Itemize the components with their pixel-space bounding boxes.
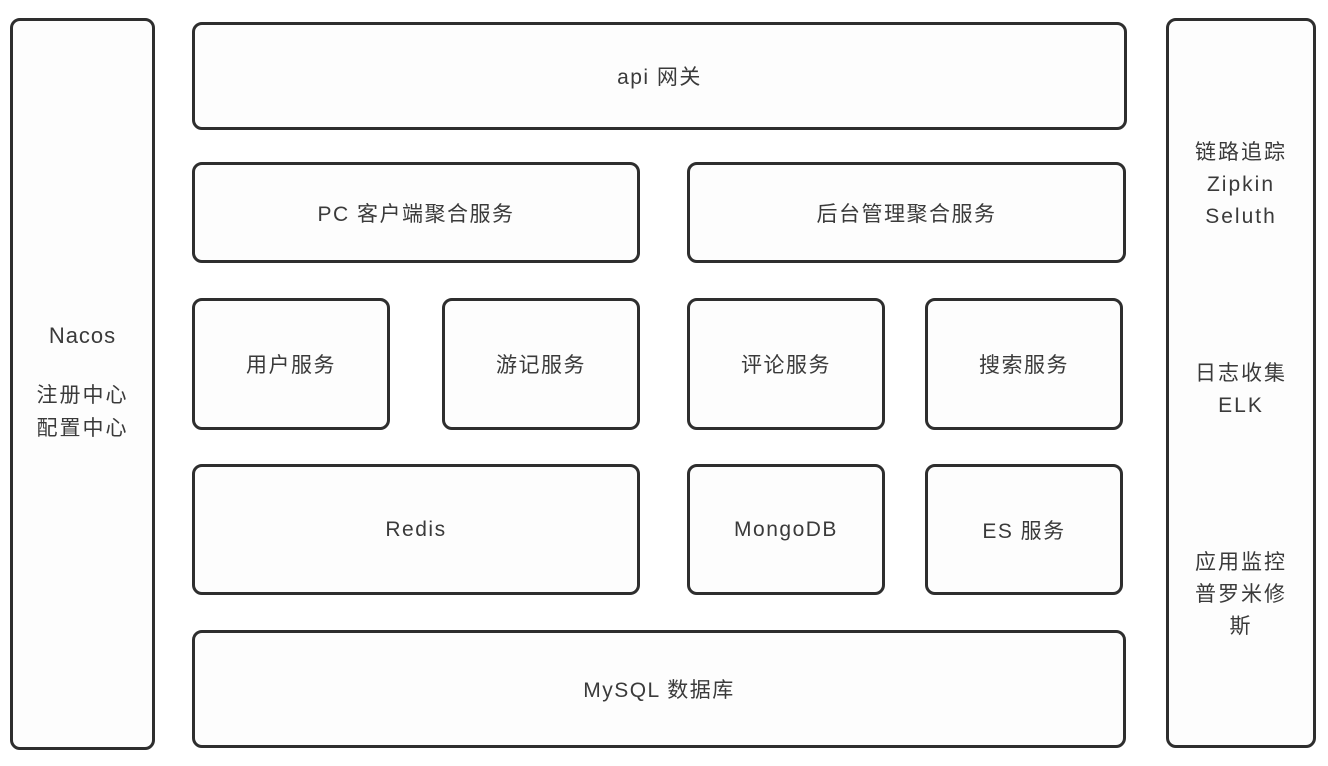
mysql-database-label: MySQL 数据库	[583, 679, 735, 702]
nacos-config-label: 配置中心	[36, 417, 129, 440]
log-collection-group: 日志收集 ELK	[1195, 358, 1287, 422]
prometheus-label: 普罗米修斯	[1195, 583, 1287, 638]
link-tracing-label: 链路追踪	[1195, 141, 1287, 164]
api-gateway-label: api 网关	[617, 66, 702, 89]
admin-aggregation-service-box: 后台管理聚合服务	[687, 162, 1126, 263]
nacos-panel: Nacos 注册中心 配置中心	[10, 18, 155, 750]
mongodb-box: MongoDB	[687, 464, 885, 595]
mysql-database-box: MySQL 数据库	[192, 630, 1126, 748]
es-service-label: ES 服务	[982, 519, 1066, 543]
elk-label: ELK	[1218, 394, 1264, 417]
link-tracing-group: 链路追踪 Zipkin Seluth	[1195, 137, 1287, 233]
travel-notes-service-box: 游记服务	[442, 298, 640, 430]
observability-panel: 链路追踪 Zipkin Seluth 日志收集 ELK 应用监控 普罗米修斯	[1166, 18, 1316, 748]
app-monitoring-group: 应用监控 普罗米修斯	[1190, 547, 1292, 643]
nacos-title: Nacos	[48, 323, 117, 348]
comment-service-box: 评论服务	[687, 298, 885, 430]
pc-aggregation-service-box: PC 客户端聚合服务	[192, 162, 640, 263]
search-service-label: 搜索服务	[979, 354, 1069, 377]
redis-box: Redis	[192, 464, 640, 595]
es-service-box: ES 服务	[925, 464, 1123, 595]
nacos-registry-label: 注册中心	[36, 384, 129, 407]
app-monitoring-label: 应用监控	[1195, 551, 1287, 574]
pc-aggregation-service-label: PC 客户端聚合服务	[317, 202, 515, 226]
seluth-label: Seluth	[1205, 205, 1277, 228]
admin-aggregation-service-label: 后台管理聚合服务	[816, 202, 997, 226]
zipkin-label: Zipkin	[1206, 173, 1276, 196]
redis-label: Redis	[385, 517, 447, 541]
comment-service-label: 评论服务	[741, 354, 831, 377]
user-service-box: 用户服务	[192, 298, 390, 430]
search-service-box: 搜索服务	[925, 298, 1123, 430]
user-service-label: 用户服务	[246, 354, 336, 377]
travel-notes-service-label: 游记服务	[496, 354, 586, 377]
mongodb-label: MongoDB	[734, 517, 838, 541]
log-collection-label: 日志收集	[1195, 362, 1287, 385]
api-gateway-box: api 网关	[192, 22, 1127, 130]
